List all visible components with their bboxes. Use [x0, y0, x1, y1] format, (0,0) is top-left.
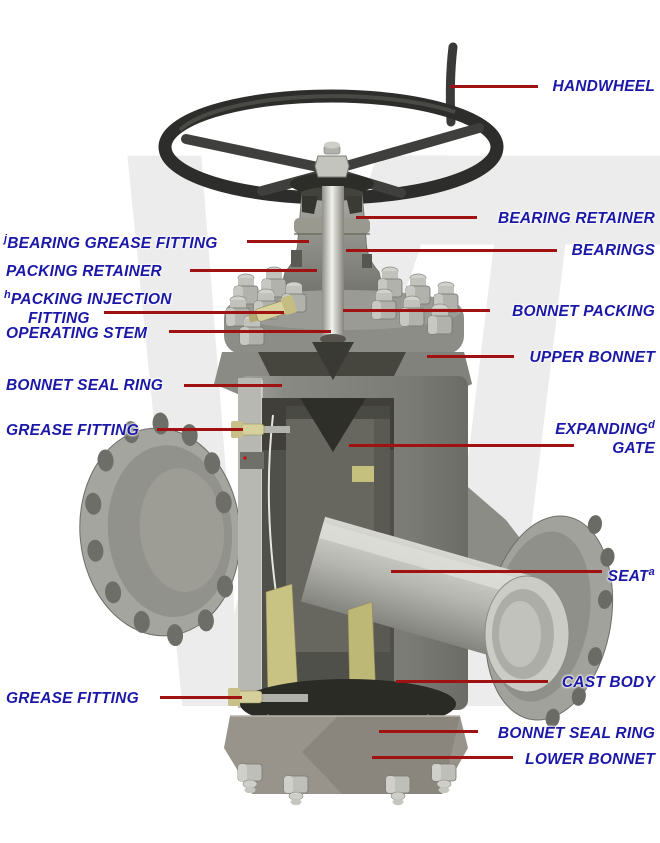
leader-cast-body [396, 680, 548, 683]
label-expanding-gate: EXPANDINGd GATE [555, 419, 655, 458]
leader-bonnet-packing [343, 309, 490, 312]
label-handwheel: HANDWHEEL [552, 78, 655, 95]
leader-bearing-grease-fitting [247, 240, 309, 243]
leader-bearings [346, 249, 557, 252]
leader-lower-bonnet [372, 756, 513, 759]
label-seat: SEATa [607, 566, 655, 586]
leader-packing-retainer [190, 269, 317, 272]
leader-upper-bonnet [427, 355, 514, 358]
label-grease-fitting-upper: GREASE FITTING [6, 422, 139, 439]
label-bonnet-seal-ring: BONNET SEAL RING [6, 377, 164, 394]
leader-grease-fitting-lower [160, 696, 242, 699]
leader-grease-fitting-upper [157, 428, 243, 431]
label-grease-fitting-lower: GREASE FITTING [6, 690, 139, 707]
leader-bonnet-seal-ring-lower [379, 730, 478, 733]
footnote-sup-a: a [648, 566, 655, 578]
operating-stem-graphic [300, 186, 366, 452]
footnote-sup-h: h [4, 289, 11, 301]
seat-bore-graphic [300, 516, 570, 693]
lower-bonnet-graphic [224, 679, 468, 806]
leader-operating-stem [169, 330, 331, 333]
leader-handwheel [450, 85, 538, 88]
label-packing-injection-fitting: hPACKING INJECTION FITTING [4, 289, 172, 328]
left-flange-graphic [79, 412, 241, 647]
leader-bearing-retainer [356, 216, 477, 219]
label-upper-bonnet: UPPER BONNET [529, 349, 655, 366]
footnote-sup-j: j [4, 233, 8, 245]
label-bonnet-seal-ring-lower: BONNET SEAL RING [497, 725, 655, 742]
label-lower-bonnet: LOWER BONNET [525, 751, 655, 768]
label-bonnet-packing: BONNET PACKING [512, 303, 655, 320]
footnote-sup-d: d [648, 419, 655, 431]
leader-seat [391, 570, 602, 573]
label-bearings: BEARINGS [571, 242, 655, 259]
leader-bonnet-seal-ring [184, 384, 282, 387]
label-packing-retainer: PACKING RETAINER [6, 263, 162, 280]
label-cast-body: CAST BODY [561, 674, 655, 691]
leader-packing-injection-fitting [104, 311, 284, 314]
label-bearing-grease-fitting: jBEARING GREASE FITTING [4, 233, 218, 253]
label-operating-stem: OPERATING STEM [6, 325, 148, 342]
label-bearing-retainer: BEARING RETAINER [497, 210, 655, 227]
leader-expanding-gate [349, 444, 574, 447]
